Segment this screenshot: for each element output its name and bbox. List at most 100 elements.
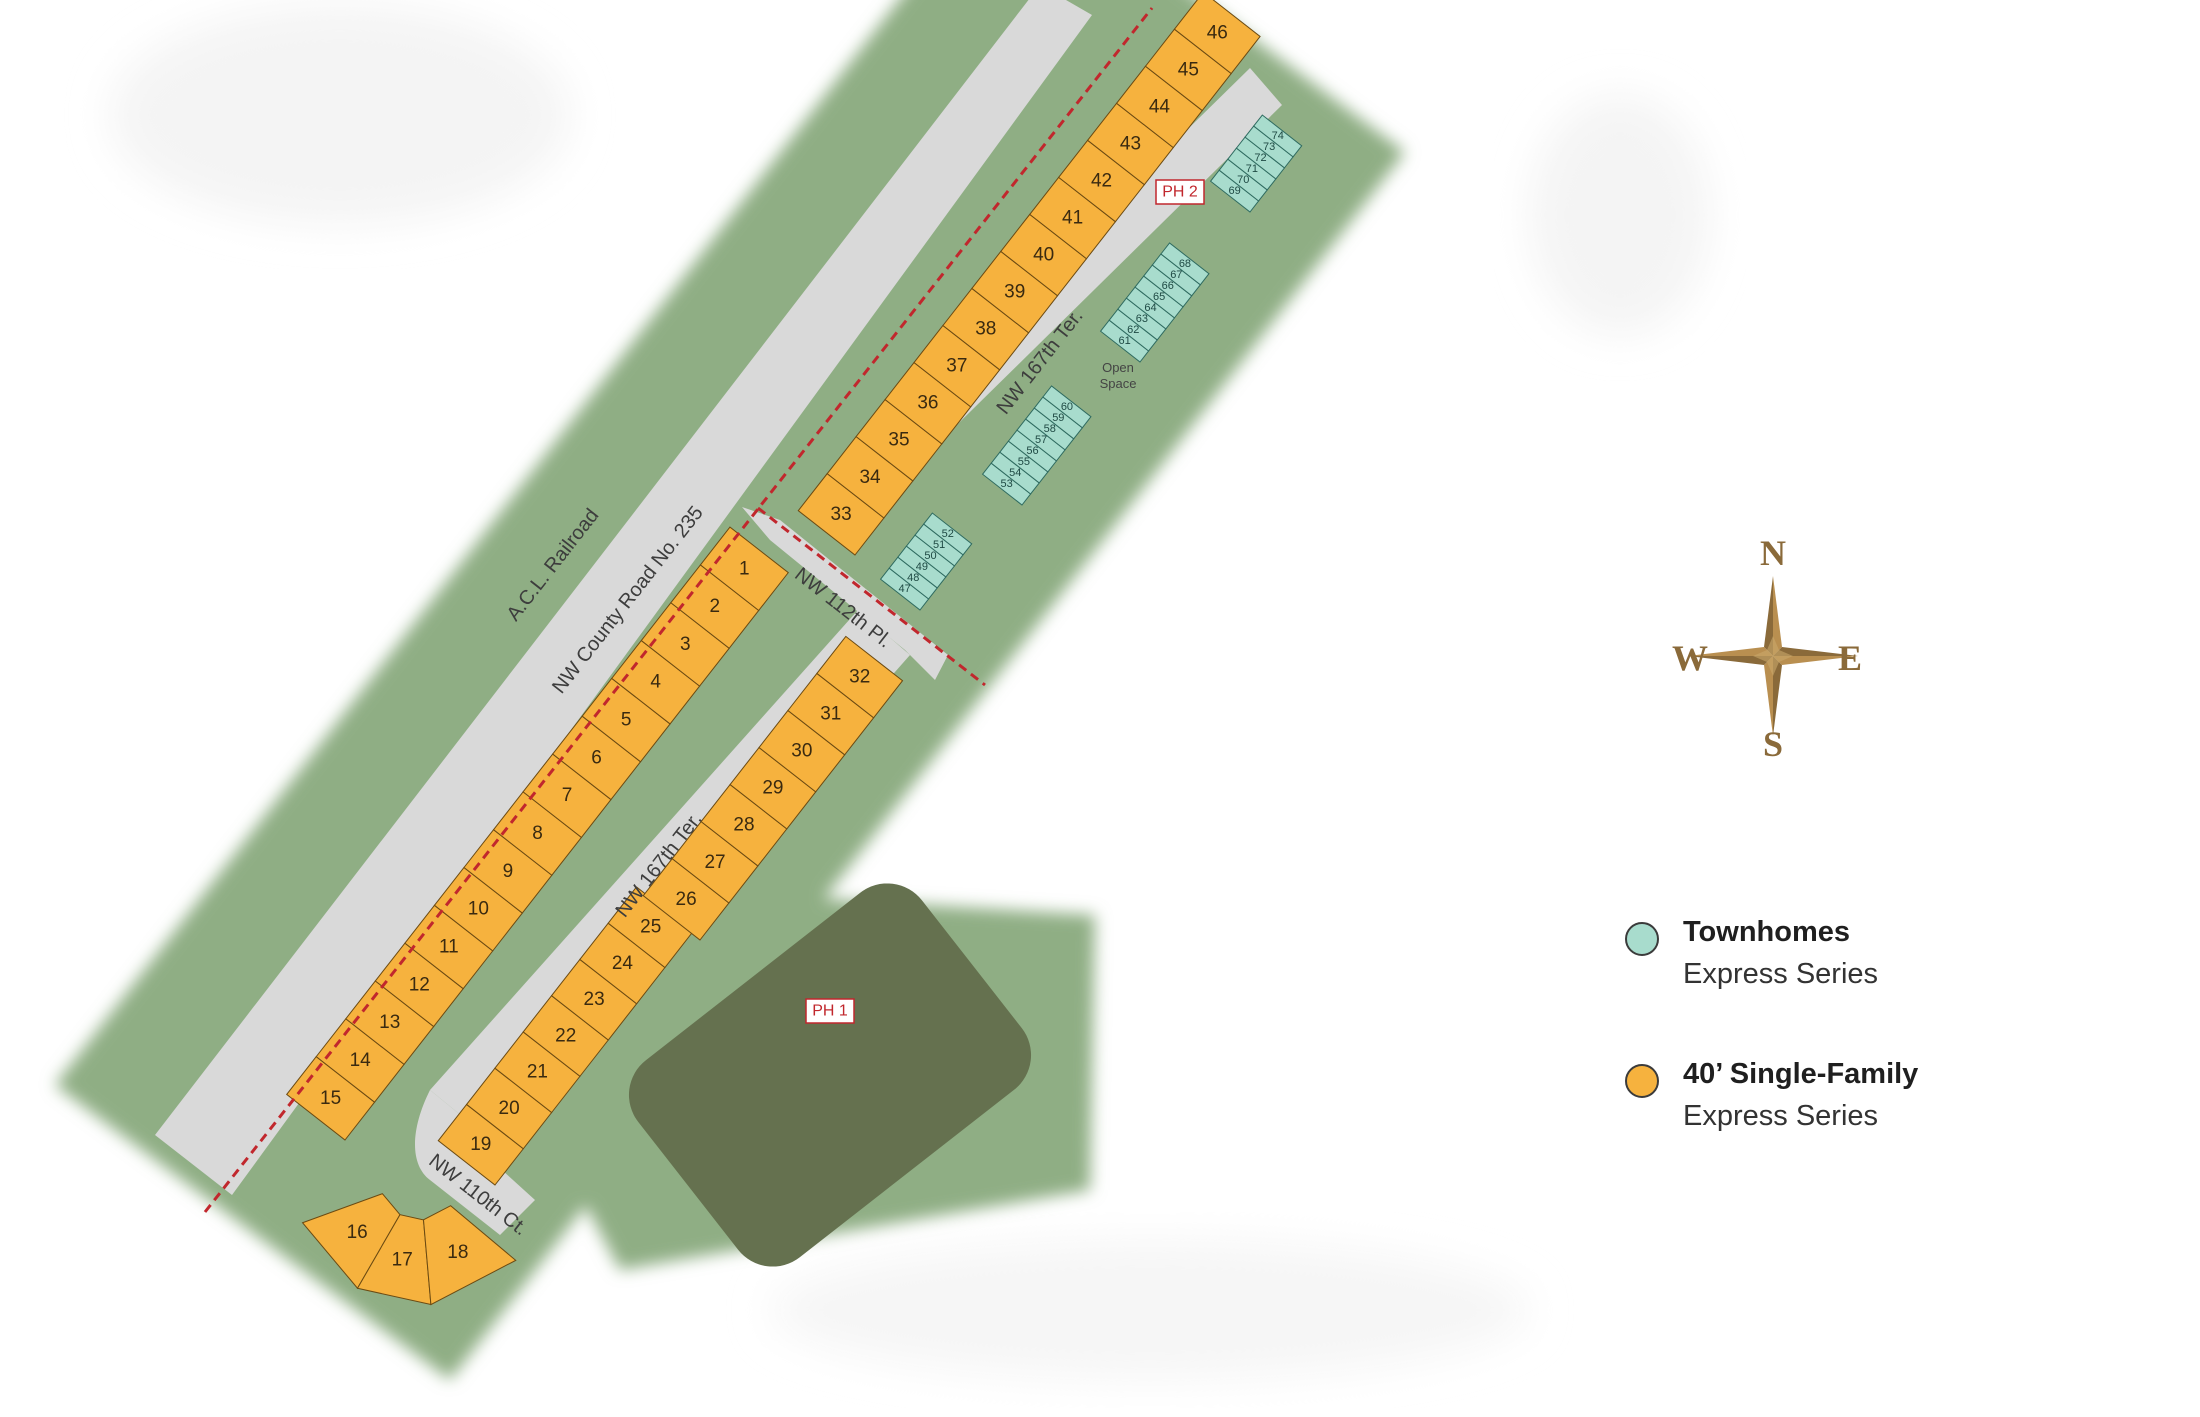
lot: 1 xyxy=(699,526,789,612)
lot-number: 1 xyxy=(739,558,750,579)
townhome-unit: 68 xyxy=(1160,242,1210,286)
lot-number: 6 xyxy=(591,747,602,768)
lot-number: 20 xyxy=(499,1098,520,1119)
townhome-unit: 72 xyxy=(1235,136,1286,180)
lot-number: 65 xyxy=(1153,291,1165,303)
lot-number: 40 xyxy=(1033,245,1054,266)
lot-number: 5 xyxy=(621,710,632,731)
lot-number: 27 xyxy=(704,852,725,873)
lot-number: 23 xyxy=(584,989,605,1010)
lot-number: 14 xyxy=(350,1050,372,1071)
lot-number: 25 xyxy=(640,917,661,938)
lot: 12 xyxy=(374,942,464,1028)
lot-number: 73 xyxy=(1263,141,1275,153)
compass-rose: N E S W xyxy=(1672,533,1862,764)
townhome-unit: 67 xyxy=(1151,253,1202,297)
compass-star-icon xyxy=(1688,576,1858,736)
lot-number: 7 xyxy=(562,785,573,806)
legend-title: Townhomes xyxy=(1683,916,1851,948)
lot-number: 26 xyxy=(676,889,697,910)
lot-number: 36 xyxy=(917,393,938,414)
lot-number: 9 xyxy=(503,861,514,882)
townhome-unit: 52 xyxy=(922,512,973,556)
lot-number: 10 xyxy=(468,899,489,920)
lot-number: 48 xyxy=(907,572,919,584)
lot-number: 70 xyxy=(1237,174,1249,186)
lot: 17 xyxy=(356,1214,432,1306)
lot-number: 43 xyxy=(1120,133,1141,154)
lot-number: 31 xyxy=(820,704,841,725)
phase-lines xyxy=(203,7,1154,1213)
lot: 18 xyxy=(422,1205,517,1306)
lot-number: 67 xyxy=(1170,269,1182,281)
lot-number: 69 xyxy=(1228,185,1240,197)
townhome-unit: 63 xyxy=(1117,297,1167,341)
lot-number: 58 xyxy=(1044,423,1056,435)
lot-number: 55 xyxy=(1018,456,1030,468)
compass-s: S xyxy=(1763,724,1783,764)
lot-number: 15 xyxy=(320,1088,341,1109)
ph1-tag: PH 1 xyxy=(805,998,855,1024)
lot-number: 8 xyxy=(532,823,543,844)
lot-number: 57 xyxy=(1035,434,1047,446)
retention-pond xyxy=(628,883,1032,1267)
background-blob xyxy=(770,1240,1530,1380)
townhome-swatch-icon xyxy=(1625,922,1659,956)
lot-number: 53 xyxy=(1000,478,1012,490)
compass-w: W xyxy=(1672,638,1708,678)
ph2-tag: PH 2 xyxy=(1155,179,1205,205)
lot-number: 41 xyxy=(1062,208,1083,229)
lot-number: 63 xyxy=(1136,313,1148,325)
lot-number: 49 xyxy=(916,561,928,573)
lot-number: 12 xyxy=(409,974,430,995)
legend-subtitle: Express Series xyxy=(1683,958,1879,990)
lot-number: 47 xyxy=(898,583,910,595)
compass-e: E xyxy=(1838,638,1862,678)
lot-number: 35 xyxy=(888,430,909,451)
lot-number: 24 xyxy=(612,953,634,974)
lot-number: 71 xyxy=(1246,163,1258,175)
lot-number: 68 xyxy=(1179,258,1191,270)
lot-number: 51 xyxy=(933,539,945,551)
lot: 40 xyxy=(1000,213,1088,297)
lot: 38 xyxy=(942,287,1030,371)
single-family-swatch-icon xyxy=(1625,1064,1659,1098)
lot-number: 45 xyxy=(1178,59,1199,80)
lot: 46 xyxy=(1173,0,1261,75)
lot: 32 xyxy=(816,635,904,719)
lot: 33 xyxy=(797,472,885,556)
legend-item-single-family: 40’ Single-Family Express Series xyxy=(1625,1052,2145,1132)
lot-number: 17 xyxy=(392,1250,413,1271)
townhome-unit: 74 xyxy=(1252,114,1303,158)
lot-number: 50 xyxy=(924,550,936,562)
legend-title: 40’ Single-Family xyxy=(1683,1058,1919,1090)
lot-number: 38 xyxy=(975,319,996,340)
townhome-unit: 48 xyxy=(888,556,938,600)
lot-number: 29 xyxy=(762,778,783,799)
svg-text:PH 1: PH 1 xyxy=(812,1003,848,1020)
county-road-surface xyxy=(155,0,1092,1195)
lot-number: 34 xyxy=(859,467,881,488)
lot-number: 39 xyxy=(1004,282,1025,303)
open-space-label: Open xyxy=(1102,360,1134,375)
legend: Townhomes Express Series 40’ Single-Fami… xyxy=(1625,910,2145,1194)
lot-number: 22 xyxy=(555,1025,576,1046)
lot-number: 16 xyxy=(347,1222,368,1243)
background-blob xyxy=(1530,95,1710,335)
lot-number: 46 xyxy=(1207,22,1228,43)
lot-number: 62 xyxy=(1127,324,1139,336)
lot-number: 33 xyxy=(831,504,852,525)
lot-number: 37 xyxy=(946,356,967,377)
townhome-unit: 59 xyxy=(1033,396,1084,440)
place-surface xyxy=(742,507,948,680)
lot: 20 xyxy=(465,1067,553,1150)
lot-number: 54 xyxy=(1009,467,1021,479)
lot-number: 59 xyxy=(1052,412,1064,424)
lot-number: 61 xyxy=(1118,335,1130,347)
legend-item-townhomes: Townhomes Express Series xyxy=(1625,910,2145,990)
lot-number: 44 xyxy=(1149,96,1171,117)
open-space-label: Space xyxy=(1100,376,1137,391)
